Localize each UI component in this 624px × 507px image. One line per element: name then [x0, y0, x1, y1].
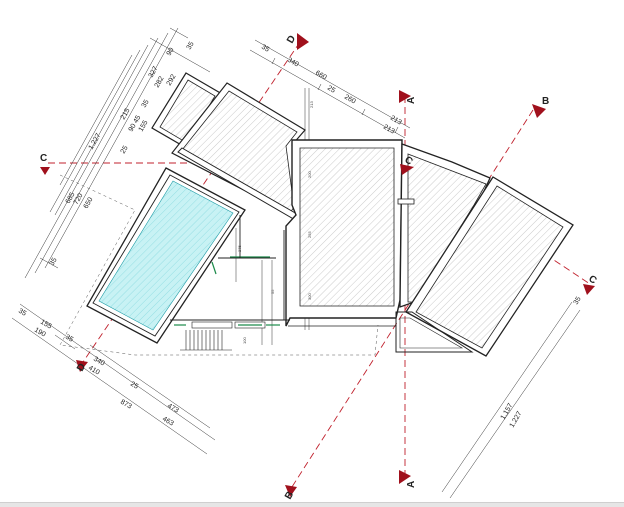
- dim-top-35: 35: [260, 44, 270, 54]
- dim-top-660: 660: [314, 70, 328, 82]
- right-block: [395, 143, 574, 357]
- marker-d-top: [297, 33, 309, 50]
- construction-outline: [59, 111, 379, 356]
- dim-bl-410: 410: [87, 365, 101, 377]
- dim-left-720: 720: [73, 192, 85, 206]
- dim-left-90: 90: [166, 47, 176, 57]
- central-room: [285, 139, 403, 327]
- marker-c-mid: [400, 164, 414, 175]
- dim-left-282: 282: [154, 75, 166, 89]
- marker-c-right: [583, 284, 595, 295]
- stairs: [180, 321, 266, 351]
- marker-d-bottom: [76, 360, 88, 372]
- dim-bl-463: 463: [161, 416, 175, 428]
- label-d-top: D: [285, 34, 298, 46]
- window-bottom-edge: [0, 502, 624, 507]
- dim-int-275: 275: [237, 245, 242, 252]
- central-room-inner: [299, 147, 395, 307]
- dimension-lines: [11, 27, 581, 499]
- pool: [86, 167, 246, 344]
- dim-bl-473: 473: [166, 403, 180, 415]
- label-a-bottom: A: [406, 481, 417, 488]
- label-c-right: C: [586, 273, 598, 286]
- dim-left-650: 650: [83, 196, 95, 210]
- marker-b-top: [532, 104, 546, 118]
- dim-bl-25: 25: [129, 381, 139, 391]
- marker-a-bottom: [399, 470, 411, 484]
- marker-b-bottom: [285, 485, 297, 497]
- pool-water: [98, 180, 234, 331]
- label-c-left: C: [40, 153, 47, 164]
- dim-right-1227: 1.227: [509, 410, 524, 429]
- dim-int-213: 213: [309, 101, 314, 108]
- dim-left-292: 292: [166, 73, 178, 87]
- dim-bl-35: 35: [17, 308, 27, 318]
- dim-left-35: 35: [186, 41, 196, 51]
- dim-int-300: 300: [307, 293, 312, 300]
- upper-left-block: [151, 72, 306, 222]
- section-markers: [40, 33, 595, 497]
- dim-top-25: 25: [326, 85, 336, 95]
- label-b-bottom: B: [283, 490, 296, 502]
- dim-left-35b: 35: [141, 99, 151, 109]
- dim-left-155: 155: [138, 119, 150, 133]
- openings: [174, 256, 280, 326]
- dim-bl-35b: 35: [64, 334, 74, 344]
- marker-a-top: [399, 90, 411, 103]
- marker-c-left: [40, 167, 50, 175]
- dim-left-35c: 35: [49, 257, 59, 267]
- dim-bl-155: 155: [39, 319, 53, 331]
- dim-top-213a: 213: [389, 115, 403, 127]
- dim-bl-873: 873: [119, 399, 133, 411]
- dim-right-35: 35: [573, 296, 583, 306]
- label-d-bottom: D: [75, 362, 88, 374]
- label-b-top: B: [542, 96, 549, 107]
- dim-left-327: 327: [148, 65, 160, 79]
- dim-top-260: 260: [343, 94, 357, 106]
- dim-left-215: 215: [120, 107, 132, 121]
- dim-top-213b: 213: [382, 124, 396, 136]
- label-a-top: A: [406, 97, 417, 104]
- dim-int-55: 55: [270, 289, 275, 294]
- dim-int-255: 255: [307, 231, 312, 238]
- dim-bl-190: 190: [33, 327, 47, 339]
- dim-int-100: 100: [242, 337, 247, 344]
- corner-piece: [395, 311, 474, 353]
- dimension-texts: 35 340 660 25 260 213 213 90 35 327 282 …: [17, 41, 583, 429]
- dim-int-200: 200: [307, 171, 312, 178]
- dim-left-685: 685: [65, 191, 77, 205]
- dim-bl-340: 340: [92, 356, 106, 368]
- dim-left-25: 25: [120, 145, 130, 155]
- slanted-room-inner: [415, 185, 564, 349]
- dim-top-340: 340: [286, 57, 300, 69]
